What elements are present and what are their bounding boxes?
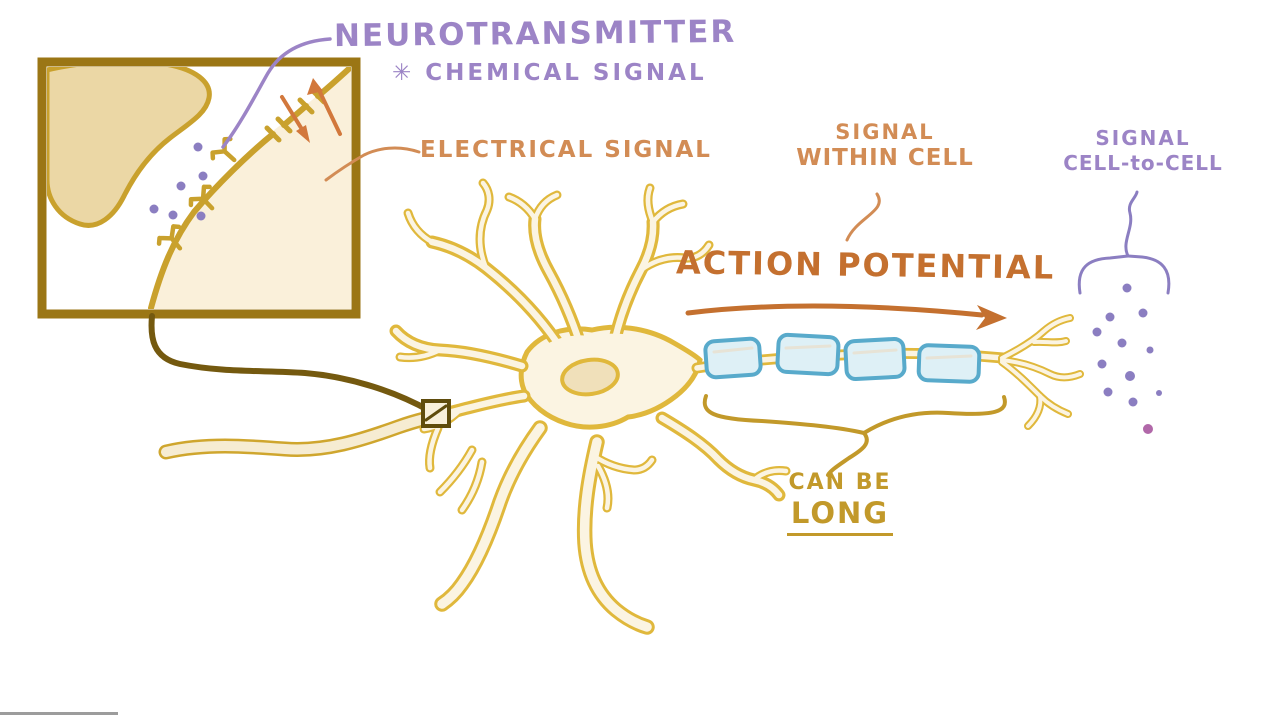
long-line-underlined: LONG <box>786 496 894 537</box>
synapse-inset <box>37 57 361 319</box>
presynaptic-terminal-blob <box>47 67 212 228</box>
inset-source-marker <box>421 399 451 428</box>
can-be-long-label: CAN BE LONG <box>770 470 910 537</box>
neurotransmitter-pointer-line <box>221 37 332 149</box>
neuron-cell <box>396 183 1003 627</box>
signal-within-cell-label: SIGNAL WITHIN CELL <box>795 120 975 173</box>
signal-cell-to-cell-line2: CELL-to-CELL <box>1063 151 1223 175</box>
chemical-signal-text: CHEMICAL SIGNAL <box>425 60 707 86</box>
signal-within-cell-line1: SIGNAL <box>835 120 935 144</box>
released-neurotransmitter-dots <box>1092 283 1162 434</box>
signal-cell-to-cell-line1: SIGNAL <box>1095 126 1191 150</box>
axon-terminals <box>1002 318 1080 426</box>
signal-cell-to-cell-label: SIGNAL CELL-to-CELL <box>1058 126 1228 176</box>
synaptic-cleft-neurotransmitter-dots <box>149 142 208 221</box>
electrical-signal-label: ELECTRICAL SIGNAL <box>420 137 712 163</box>
action-potential-arrow <box>685 303 1007 330</box>
can-be-line: CAN BE <box>788 470 892 495</box>
electrical-signal-pointer-line <box>324 146 421 182</box>
magenta-neurotransmitter-dot <box>1143 424 1153 434</box>
signal-within-cell-line2: WITHIN CELL <box>796 145 974 172</box>
myelin-sheaths <box>684 332 1007 384</box>
nucleus <box>560 357 620 397</box>
presynaptic-axon-tube <box>158 407 454 460</box>
ion-channel-arrows <box>280 78 342 143</box>
chemical-signal-label: ✳ CHEMICAL SIGNAL <box>392 60 707 86</box>
neurotransmitter-label: NEUROTRANSMITTER <box>333 13 737 55</box>
asterisk-icon: ✳ <box>392 60 415 86</box>
cell-to-cell-brace <box>1077 190 1171 295</box>
inset-border <box>37 57 361 319</box>
axon-length-brace <box>702 394 1007 477</box>
signal-within-cell-pointer-line <box>845 192 881 242</box>
action-potential-label: ACTION POTENTIAL <box>675 243 1056 287</box>
inset-connector-line <box>148 313 433 414</box>
video-progress-bar[interactable] <box>0 712 118 715</box>
